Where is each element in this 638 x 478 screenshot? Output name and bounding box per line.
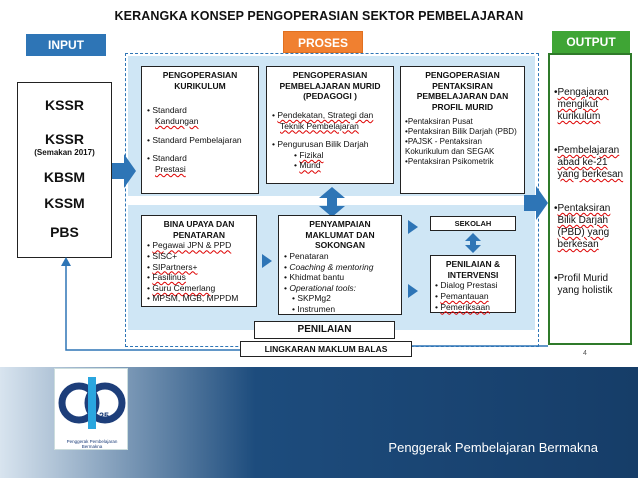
murid-item: Pendekatan, Strategi dan <box>277 109 374 120</box>
input-to-proses-arrow-icon <box>112 154 136 193</box>
kurikulum-item: Standard Pembelajaran <box>152 134 242 145</box>
footer-slogan: Penggerak Pembelajaran Bermakna <box>388 440 598 455</box>
input-semakan-label: (Semakan 2017) <box>34 148 95 157</box>
pentaksiran-item: PAJSK - Pentaksiran Kokurikulum dan SEGA… <box>405 136 495 156</box>
bina-item: SISC+ <box>152 250 178 261</box>
penyampaian-item: Khidmat bantu <box>289 272 345 283</box>
penyampaian-box: PENYAMPAIAN MAKLUMAT DAN SOKONGAN • Pena… <box>278 215 402 315</box>
input-kbsm: KBSM <box>43 169 86 185</box>
penilaian-bar: PENILAIAN <box>254 321 395 339</box>
lingkaran-maklum-balas: LINGKARAN MAKLUM BALAS <box>240 341 412 357</box>
output-box: •Pengajaran mengikut kurikulum •Pembelaj… <box>548 53 632 345</box>
murid-title: PENGOPERASIAN PEMBELAJARAN MURID (PEDAGO… <box>279 70 381 102</box>
penyampaian-item: Penataran <box>289 250 329 261</box>
bina-item: Guru Cemerlang <box>152 282 216 293</box>
sekolah-box: SEKOLAH <box>430 216 516 231</box>
kurikulum-item: Kandungan <box>155 115 199 126</box>
kurikulum-title: PENGOPERASIAN KURIKULUM <box>162 70 238 91</box>
penilaian-intervensi-title: PENILAIAN & INTERVENSI <box>445 259 501 280</box>
input-box: KSSR KSSR (Semakan 2017) KBSM KSSM PBS <box>17 82 112 258</box>
up-down-arrow-icon <box>319 187 345 222</box>
murid-item: Pengurusan Bilik Darjah <box>277 139 369 150</box>
slide-title: KERANGKA KONSEP PENGOPERASIAN SEKTOR PEM… <box>114 9 524 23</box>
output-item: Pentaksiran Bilik Darjah (PBD) yang berk… <box>557 203 611 250</box>
murid-item: Fizikal <box>299 149 324 160</box>
penyampaian-title: PENYAMPAIAN MAKLUMAT DAN SOKONGAN <box>305 219 375 251</box>
bina-item: SIPartners+ <box>152 261 198 272</box>
kurikulum-box: PENGOPERASIAN KURIKULUM • Standard Kandu… <box>141 66 259 194</box>
input-pbs: PBS <box>50 224 79 240</box>
pentaksiran-item: Pentaksiran Bilik Darjah (PBD) <box>407 126 517 136</box>
penyampaian-item: SKPMg2 <box>297 293 331 304</box>
penilaian-intervensi-item: Pemantauan <box>440 290 489 301</box>
pentaksiran-box: PENGOPERASIAN PENTAKSIRAN PEMBELAJARAN D… <box>400 66 525 194</box>
input-kssm: KSSM <box>44 195 85 211</box>
bina-box: BINA UPAYA DAN PENATARAN • Pegawai JPN &… <box>141 215 257 307</box>
logo-caption: Penggerak Pembelajaran Bermakna <box>66 439 118 449</box>
penyampaian-to-sekolah-arrow-icon <box>408 220 418 234</box>
murid-item: Teknik Pembelajaran <box>280 120 359 131</box>
kurikulum-item: Standard <box>152 105 187 116</box>
bina-item: Pegawai JPN & PPD <box>152 240 232 251</box>
kurikulum-item: Standard <box>152 153 187 164</box>
kurikulum-item: Prestasi <box>155 163 186 174</box>
penyampaian-item: Operational tools: <box>289 282 356 293</box>
input-header: INPUT <box>26 34 106 56</box>
output-item: Pengajaran mengikut kurikulum <box>557 87 609 122</box>
penyampaian-to-penilaian-arrow-icon <box>408 284 418 298</box>
pentaksiran-item: Pentaksiran Psikometrik <box>407 156 494 166</box>
pentaksiran-item: Pentaksiran Pusat <box>407 116 473 126</box>
penilaian-intervensi-item: Dialog Prestasi <box>440 280 498 291</box>
output-item: Profil Murid yang holistik <box>557 273 613 296</box>
bina-title: BINA UPAYA DAN PENATARAN <box>163 219 235 240</box>
input-kssr: KSSR <box>45 97 84 113</box>
input-kssr-semakan: KSSR <box>45 131 84 147</box>
logo-mark-icon <box>58 377 126 429</box>
proses-to-output-arrow-icon <box>524 186 548 225</box>
bina-item: Fasilinus <box>152 272 186 283</box>
murid-box: PENGOPERASIAN PEMBELAJARAN MURID (PEDAGO… <box>266 66 394 184</box>
penilaian-intervensi-item: Pemeriksaan <box>440 301 490 312</box>
penyampaian-item: Coaching & mentoring <box>289 261 374 272</box>
bina-item: MPSM, MGB, MPPDM <box>152 293 239 304</box>
output-header: OUTPUT <box>552 31 630 53</box>
output-item: Pembelajaran abad ke-21 yang berkesan <box>557 145 624 180</box>
bina-to-penyampaian-arrow-icon <box>262 254 272 268</box>
penilaian-intervensi-box: PENILAIAN & INTERVENSI • Dialog Prestasi… <box>430 255 516 313</box>
logo: 25 Penggerak Pembelajaran Bermakna <box>54 368 128 450</box>
sekolah-penilaian-arrow-icon <box>465 233 481 258</box>
pentaksiran-title: PENGOPERASIAN PENTAKSIRAN PEMBELAJARAN D… <box>416 70 509 112</box>
penyampaian-item: Instrumen <box>297 304 336 314</box>
logo-number: 25 <box>99 411 110 421</box>
murid-item: Murid <box>299 160 321 171</box>
page-number: 4 <box>583 350 587 357</box>
proses-header: PROSES <box>283 31 363 53</box>
